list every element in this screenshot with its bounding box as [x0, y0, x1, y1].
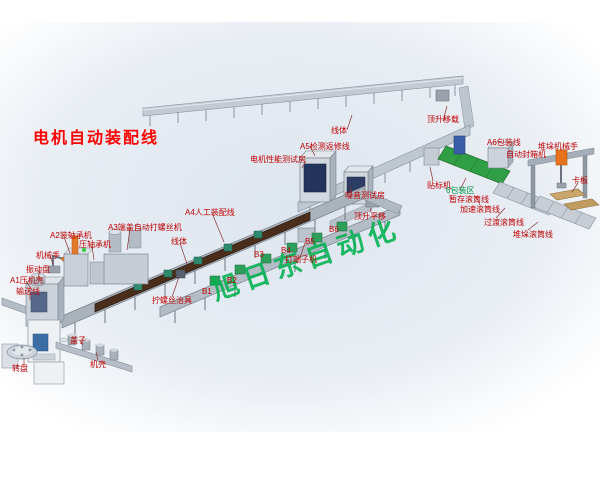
label-a4-manual-assembly-line: A4人工装配线 — [185, 208, 235, 217]
label-a6-packing-line: A6包装线 — [487, 138, 521, 147]
page-title: 电机自动装配线 — [33, 130, 160, 147]
label-stacking-robot: 堆垛机械手 — [538, 142, 578, 151]
leader-lines — [23, 105, 579, 364]
label-screw-jig: 拧螺丝治具 — [152, 296, 192, 305]
label-a2-bearing-install-machine: A2装轴承机 — [50, 231, 92, 240]
label-station-b1: B1 — [202, 287, 212, 296]
label-motor-performance-test-room: 电机性能测试房 — [250, 155, 306, 164]
background-panel — [0, 22, 600, 432]
label-packing-zone: 6包装区 — [446, 186, 475, 195]
parts-conveyor — [55, 341, 133, 373]
label-robot-arm: 机械手 — [36, 251, 60, 260]
stacking-robot-gantry — [527, 147, 595, 209]
label-a5-inspection-repair-line: A5检测返修线 — [300, 142, 350, 151]
station-b6-bin — [336, 221, 348, 232]
station-b5-bin — [311, 232, 323, 243]
label-station-b6: B6 — [329, 225, 339, 234]
a1-press-machine — [1, 276, 65, 327]
label-station-b2: B2 — [227, 276, 237, 285]
top-return-conveyor — [142, 75, 475, 131]
casing-parts — [67, 333, 119, 361]
label-auto-carton-sealer: 自动封箱机 — [506, 150, 546, 159]
label-pallet: 卡板 — [572, 176, 588, 185]
cover-part — [59, 337, 69, 343]
label-a3-auto-screw-machine: A3端盖自动打螺丝机 — [108, 223, 182, 232]
test-room-window — [303, 163, 327, 193]
station-b2-bin — [234, 264, 246, 275]
label-casing-parts: 机壳 — [90, 360, 106, 369]
vibration-feeder — [30, 272, 46, 287]
label-a1-casing-press: A1压机壳 — [10, 276, 44, 285]
screw-jig — [175, 269, 186, 279]
bearing-press-machine — [89, 261, 107, 285]
label-line-body-mid: 线体 — [171, 237, 187, 246]
packaging-area — [437, 135, 600, 230]
labeling-machine — [423, 147, 440, 166]
label-stacking-roller-line: 堆垛滚筒线 — [513, 230, 553, 239]
label-lift-translation: 顶升平移 — [354, 212, 386, 221]
label-transition-roller-line: 过渡滚筒线 — [484, 218, 524, 227]
station-b4-bin — [286, 242, 298, 253]
label-conveyor-line: 输送线 — [16, 287, 40, 296]
label-buffer-roller-line: 暂存滚筒线 — [449, 195, 489, 204]
a2-bearing-machine — [63, 235, 107, 287]
label-station-b5: B5 — [305, 237, 315, 246]
turntable — [6, 344, 38, 360]
parts-feeding-area — [1, 319, 133, 385]
pallets — [549, 188, 600, 211]
label-noise-test-room: 噪音测试房 — [345, 191, 385, 200]
stacking-roller-line — [532, 195, 597, 230]
label-cover-parts: 盖子 — [70, 336, 86, 345]
carton-sealer — [487, 141, 514, 169]
label-turntable: 转盘 — [12, 364, 28, 373]
a3-screw-machine — [103, 225, 149, 285]
label-labeling-machine: 贴标机 — [427, 181, 451, 190]
label-bearing-press-machine: 压轴承机 — [79, 240, 111, 249]
label-station-b4: B4 — [281, 246, 291, 255]
label-line-body-top: 线体 — [331, 126, 347, 135]
label-lift-transfer: 顶升移载 — [427, 115, 459, 124]
label-station-b3: B3 — [254, 250, 264, 259]
label-terminal-crimping-machine: 打端子机 — [285, 255, 317, 264]
label-acceleration-roller-line: 加速滚筒线 — [460, 205, 500, 214]
lift-transfer-unit — [435, 89, 450, 102]
motor-test-room — [299, 150, 337, 203]
label-vibration-feeder: 振动盘 — [26, 265, 50, 274]
station-b1-bin — [209, 275, 221, 286]
station-b3-bin — [260, 253, 272, 264]
manual-assembly-conveyor — [159, 187, 403, 323]
blue-machine — [453, 135, 466, 155]
